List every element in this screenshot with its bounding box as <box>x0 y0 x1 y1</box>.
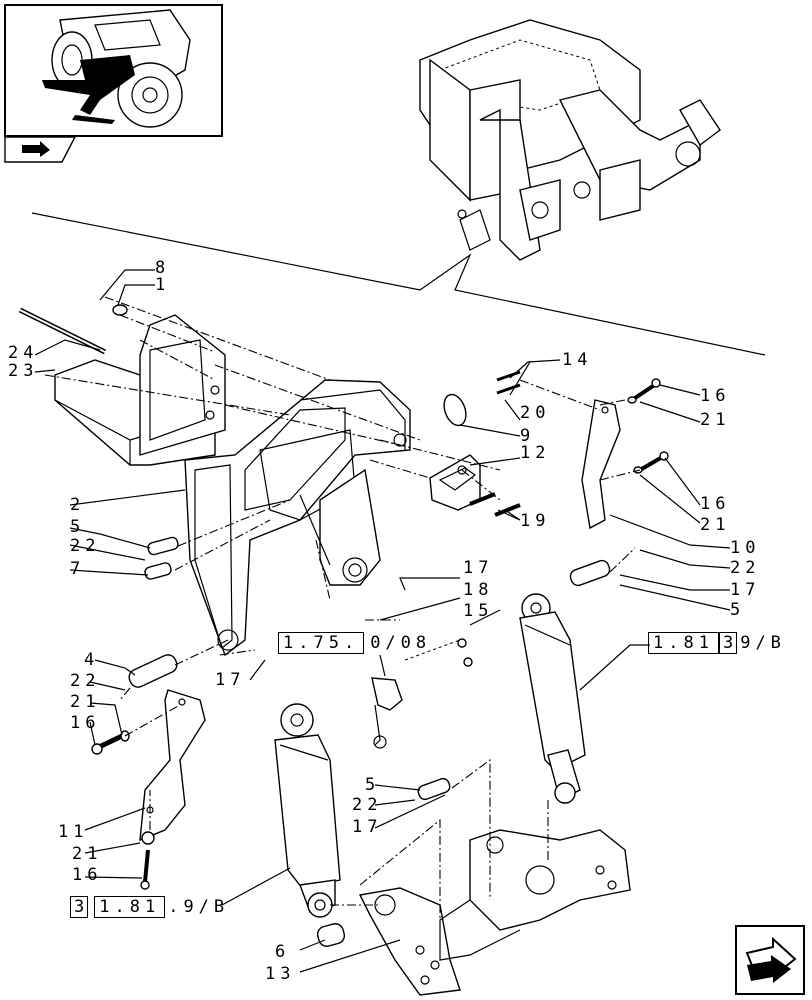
leader-lines <box>34 269 731 973</box>
bushing-6 <box>316 923 346 947</box>
callout-16-lower: 16 <box>70 713 101 733</box>
callout-10: 10 <box>730 538 761 558</box>
bolts-19 <box>469 492 521 517</box>
bracket-11 <box>139 689 206 842</box>
overview-drawing <box>419 19 721 261</box>
valve-15 <box>371 638 473 749</box>
callout-21-lower: 21 <box>70 692 101 712</box>
ref-number-box: 3 <box>70 896 89 918</box>
lift-cylinder-right <box>519 593 586 804</box>
callout-1: 1 <box>155 275 171 295</box>
callout-18: 18 <box>463 580 494 600</box>
callout-8: 8 <box>155 258 171 278</box>
rod-8 <box>14 251 106 311</box>
callout-23: 23 <box>8 361 39 381</box>
ref-main-box: 1.81 <box>648 632 719 654</box>
callout-24: 24 <box>8 343 39 363</box>
callout-22-left: 22 <box>70 536 101 556</box>
center-lines <box>44 296 641 920</box>
callout-21-bottom: 21 <box>72 844 103 864</box>
bolt-16 <box>91 730 130 755</box>
tractor-thumbnail-icon <box>4 4 223 137</box>
pin-5 <box>147 536 179 556</box>
callout-4: 4 <box>84 650 100 670</box>
callout-5-bottom: 5 <box>365 775 381 795</box>
pin-4 <box>128 654 178 688</box>
ref-suffix: 9/B <box>740 633 786 653</box>
bracket-10 <box>581 399 621 530</box>
callout-16-mid: 16 <box>700 494 731 514</box>
callout-22-lower: 22 <box>70 671 101 691</box>
callout-17-right: 17 <box>730 580 761 600</box>
ref-main-box: 1.75. <box>278 632 365 654</box>
callout-6: 6 <box>275 942 291 962</box>
callout-17-center: 17 <box>463 558 494 578</box>
bolts-14 <box>496 370 521 395</box>
callout-7: 7 <box>70 559 86 579</box>
callout-15: 15 <box>463 601 494 621</box>
bolt-16-lower <box>140 831 155 890</box>
bracket-23 <box>54 314 226 466</box>
callout-5-right: 5 <box>730 600 746 620</box>
callout-17-lower: 17 <box>215 670 246 690</box>
callout-21-mid: 21 <box>700 515 731 535</box>
callout-11: 11 <box>58 822 89 842</box>
bolt-16-top <box>627 378 669 474</box>
callout-19: 19 <box>520 511 551 531</box>
callout-16-top: 16 <box>700 386 731 406</box>
callout-12: 12 <box>520 443 551 463</box>
callout-9: 9 <box>520 426 536 446</box>
ref-number-box: 3 <box>718 632 738 654</box>
ref-main-box: 1.81 <box>94 896 166 918</box>
washer-1 <box>112 304 128 316</box>
next-page-arrow-icon[interactable] <box>735 925 805 995</box>
pin-5-right <box>569 559 611 587</box>
callout-22-right: 22 <box>730 558 761 578</box>
callout-16-bottom: 16 <box>72 865 103 885</box>
callout-20: 20 <box>520 403 551 423</box>
callout-17-bottom: 17 <box>352 817 383 837</box>
lower-link-13 <box>358 829 631 996</box>
section-break-line <box>31 212 766 356</box>
ref-suffix: 0/08 <box>370 633 432 653</box>
callout-21-top: 21 <box>700 410 731 430</box>
pin-5-lower <box>417 777 451 801</box>
ref-1-75-0-08[interactable]: 1.75.0/08 <box>278 632 431 654</box>
callout-5-left: 5 <box>70 517 86 537</box>
rod-24 <box>18 307 107 355</box>
callout-14: 14 <box>562 350 593 370</box>
ref-suffix: .9/B <box>168 897 230 917</box>
pin-9 <box>443 393 467 427</box>
page-arrow-icon[interactable] <box>4 136 77 163</box>
callout-22-bottom: 22 <box>352 795 383 815</box>
pin-7 <box>144 562 172 580</box>
callout-13: 13 <box>265 964 296 984</box>
callout-2: 2 <box>70 495 86 515</box>
main-housing-2 <box>184 379 411 657</box>
lift-cylinder-left <box>274 703 341 918</box>
